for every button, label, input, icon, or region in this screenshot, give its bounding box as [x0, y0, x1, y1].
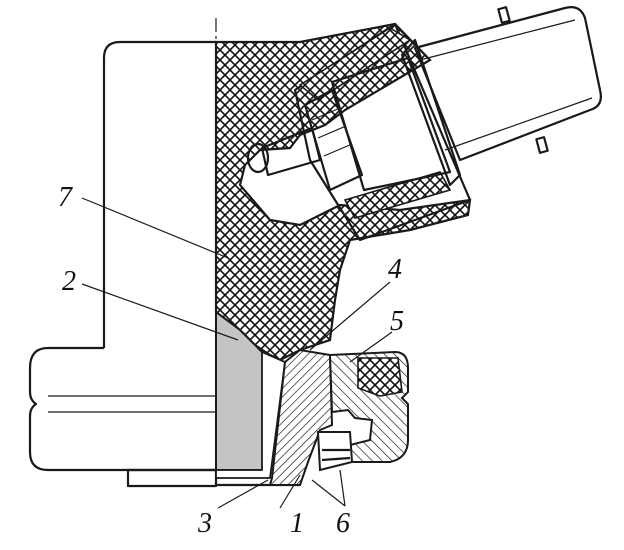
- angled-connector: [246, 6, 602, 242]
- callout-7: 7: [58, 182, 73, 213]
- housing-exterior: [28, 40, 218, 488]
- callout-6: 6: [336, 508, 350, 539]
- callout-3: 3: [197, 508, 212, 539]
- connector-shell-hatch: [298, 27, 412, 101]
- nut-crosshatch-block: [357, 357, 403, 397]
- callout-4: 4: [388, 254, 402, 285]
- callout-2: 2: [62, 266, 76, 297]
- callout-1: 1: [290, 508, 304, 539]
- hatched-sleeve: [268, 348, 334, 486]
- leader-lines: [81, 197, 393, 509]
- callout-5: 5: [390, 306, 404, 337]
